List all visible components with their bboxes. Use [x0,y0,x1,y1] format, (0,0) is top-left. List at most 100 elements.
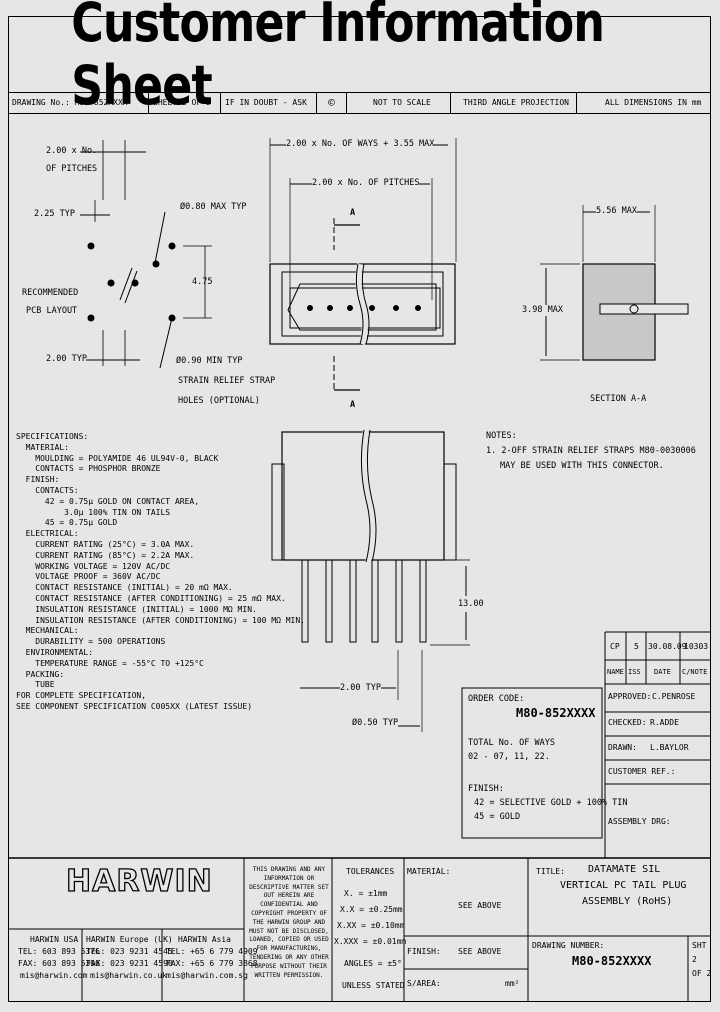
rev-h-name: NAME [607,668,624,676]
spec-line: CONTACTS: [16,485,79,495]
order-code-box [461,687,603,839]
rev-h-iss: ISS [628,668,641,676]
sarea-label: S/AREA: [407,979,441,988]
hole-090-label: Ø0.90 MIN TYP [176,356,243,366]
europe-name: HARWIN Europe (UK) [86,935,173,944]
hole-080-label: Ø0.80 MAX TYP [180,202,247,212]
section-height-dim: 3.98 MAX [522,305,563,316]
projection-note: THIRD ANGLE PROJECTION [450,93,576,113]
tol-x: X. = ±1mm [344,889,388,898]
pin-dia-dim: Ø0.50 TYP [352,718,399,729]
drawing-frame [8,16,711,1002]
harwin-logo: HARWIN [65,864,213,899]
finish-42: 42 = SELECTIVE GOLD + 100% TIN [474,798,628,808]
rev-date: 30.08.09 [648,642,687,651]
spec-line: CURRENT RATING (25°C) = 3.0A MAX. [16,539,195,549]
approved-label: APPROVED: [608,692,652,701]
top-view [269,138,457,392]
title-line-1: DATAMATE SIL [588,864,661,875]
drawn-label: DRAWN: [608,743,637,752]
dim-475: 4.75 [192,277,213,287]
specifications: SPECIFICATIONS: MATERIAL: MOULDING = POL… [16,432,305,713]
strain-label-2: HOLES (OPTIONAL) [178,396,260,406]
spec-line: 45 = 0.75μ GOLD [16,518,118,528]
section-view [540,205,689,361]
asia-name: HARWIN Asia [178,935,231,944]
rev-h-cn: C/NOTE [682,668,708,676]
spec-line: MOULDING = POLYAMIDE 46 UL94V-0, BLACK [16,453,219,463]
strain-label-1: STRAIN RELIEF STRAP [178,376,276,386]
spec-line: MATERIAL: [16,442,69,452]
spec-line: MECHANICAL: [16,626,79,636]
title-line-2: VERTICAL PC TAIL PLUG [560,880,687,891]
finish-label: FINISH: [468,784,504,794]
notes-line-2: MAY BE USED WITH THIS CONNECTOR. [500,461,664,471]
sht-number: 2 [692,955,697,964]
finish-45: 45 = GOLD [474,812,521,822]
pitches-dim: 2.00 x No. OF PITCHES [312,178,420,189]
spec-line: 3.0μ 100% TIN ON TAILS [16,507,171,517]
ways-label-1: TOTAL No. OF WAYS [468,738,555,748]
europe-fax: FAX: 023 9231 4590 [86,959,173,968]
spec-line: WORKING VOLTAGE = 120V AC/DC [16,561,171,571]
revision-block [604,631,711,858]
spec-line: PACKING: [16,669,65,679]
checked-label: CHECKED: [608,718,647,727]
spec-line: ELECTRICAL: [16,529,79,539]
notes-line-1: 1. 2-OFF STRAIN RELIEF STRAPS M80-003000… [486,446,696,456]
typ-225: 2.25 TYP [34,209,75,219]
drawing-number-label: DRAWING NUMBER: [532,941,605,950]
usa-tel: TEL: 603 893 5376 [18,947,100,956]
rev-h-date: DATE [654,668,671,676]
dimensions-note: ALL DIMENSIONS IN mm [576,93,711,113]
section-width-dim: 5.56 MAX [596,206,637,217]
finish-footer-label: FINISH: [407,947,441,956]
asia-fax: FAX: +65 6 779 3868 [166,959,258,968]
spec-line: TUBE [16,680,55,690]
spec-line: INSULATION RESISTANCE (AFTER CONDITIONIN… [16,615,305,625]
recommended-label-1: RECOMMENDED [22,288,79,298]
spec-line: SPECIFICATIONS: [16,432,89,441]
pitches-label-1: 2.00 x No. [46,146,98,156]
scale-note: NOT TO SCALE [346,93,450,113]
europe-email[interactable]: mis@harwin.co.uk [90,971,168,980]
pitches-label-2: OF PITCHES [46,164,98,174]
overall-width-dim: 2.00 x No. OF WAYS + 3.55 MAX [286,139,435,150]
sht-of: OF 2 [692,969,712,978]
drawn-name: L.BAYLOR [650,743,689,752]
europe-contact: HARWIN Europe (UK) TEL: 023 9231 4545 FA… [86,934,173,982]
spec-line: 42 = 0.75μ GOLD ON CONTACT AREA, [16,496,200,506]
usa-email[interactable]: mis@harwin.com [20,971,88,980]
spec-line: FINISH: [16,475,60,485]
notes-heading: NOTES: [486,431,517,441]
section-mark-top: A [350,208,356,218]
sht-label: SHT [692,941,707,950]
customer-ref-label: CUSTOMER REF.: [608,767,676,776]
copyright-icon: © [316,93,346,113]
sheet-number: SHEET 2 OF 2 [148,93,220,113]
asia-tel: TEL: +65 6 779 4909 [166,947,258,956]
footer-grid [8,857,711,1002]
drawing-number: M80-852XXXX [572,954,652,968]
europe-tel: TEL: 023 9231 4545 [86,947,173,956]
spec-line: VOLTAGE PROOF = 360V AC/DC [16,572,161,582]
spec-line: SEE COMPONENT SPECIFICATION C005XX (LATE… [16,701,253,711]
spec-line: CONTACT RESISTANCE (AFTER CONDITIONING) … [16,593,286,603]
typ-200: 2.00 TYP [46,354,87,364]
height-dim: 13.00 [458,599,484,609]
confidentiality-notice: THIS DRAWING AND ANY INFORMATION OR DESC… [249,866,329,979]
tol-xx: X.X = ±0.25mm [340,905,403,914]
approved-name: C.PENROSE [652,692,696,701]
sarea-unit: mm² [505,979,520,988]
asia-email[interactable]: mis@harwin.com.sg [166,971,248,980]
spec-line: INSULATION RESISTANCE (INITIAL) = 1000 M… [16,604,257,614]
section-label: SECTION A-A [590,394,647,404]
spec-line: FOR COMPLETE SPECIFICATION, [16,691,147,701]
rev-iss: 5 [634,642,639,651]
spec-line: CURRENT RATING (85°C) = 2.2A MAX. [16,550,195,560]
spec-line: CONTACT RESISTANCE (INITIAL) = 20 mΩ MAX… [16,583,233,593]
checked-name: R.ADDE [650,718,679,727]
asia-contact: HARWIN Asia TEL: +65 6 779 4909 FAX: +65… [166,934,258,982]
if-in-doubt: IF IN DOUBT - ASK [220,93,316,113]
usa-fax: FAX: 603 893 5396 [18,959,100,968]
